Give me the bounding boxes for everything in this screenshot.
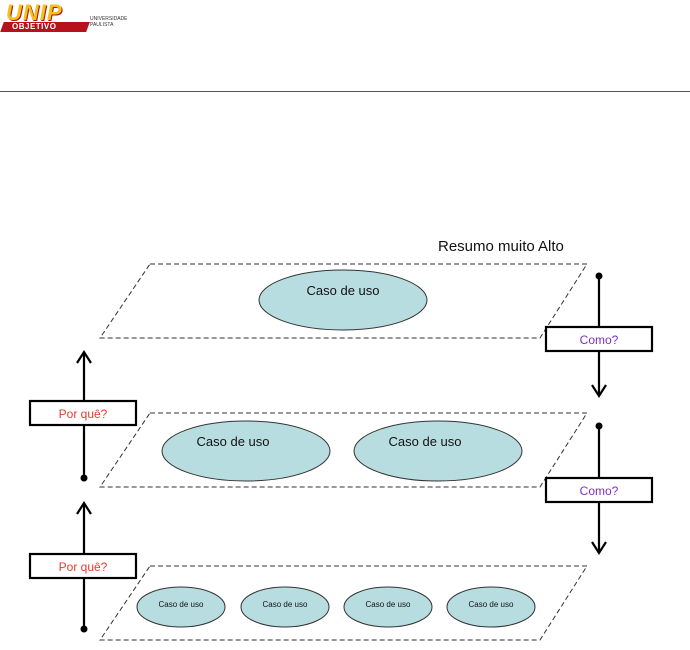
como-label-upper: Como? bbox=[580, 333, 619, 347]
use-case-label: Caso de uso bbox=[389, 434, 462, 449]
porque-label-upper: Por quê? bbox=[59, 407, 108, 421]
top-level-label: Resumo muito Alto bbox=[438, 238, 564, 255]
use-case-label: Caso de uso bbox=[366, 600, 411, 609]
use-case-label: Caso de uso bbox=[159, 600, 204, 609]
use-case-ellipse bbox=[259, 270, 427, 330]
use-case-label: Caso de uso bbox=[197, 434, 270, 449]
use-case-ellipse bbox=[354, 421, 522, 481]
use-case-label: Caso de uso bbox=[307, 283, 380, 298]
como-label-lower: Como? bbox=[580, 484, 619, 498]
porque-label-lower: Por quê? bbox=[59, 560, 108, 574]
use-case-ellipse bbox=[162, 421, 330, 481]
use-case-label: Caso de uso bbox=[469, 600, 514, 609]
use-case-label: Caso de uso bbox=[263, 600, 308, 609]
